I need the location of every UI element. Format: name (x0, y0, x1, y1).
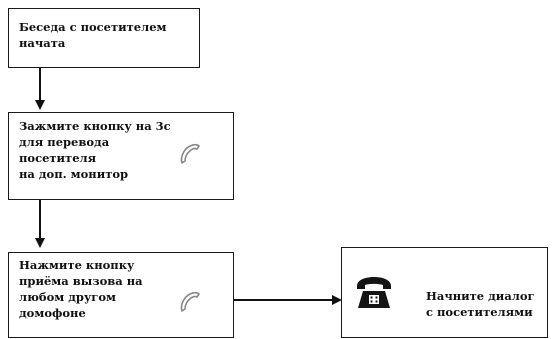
step-text: Нажмите кнопку приёма вызова на любом др… (19, 258, 143, 320)
step-text: Начните диалог с посетителями (426, 289, 535, 319)
step-box-start-dialog: Начните диалог с посетителями (341, 247, 548, 338)
telephone-icon (355, 274, 393, 316)
step-text: Зажмите кнопку на 3с для перевода посети… (19, 119, 171, 181)
step-box-press-accept: Нажмите кнопку приёма вызова на любом др… (8, 252, 234, 338)
step-box-conversation-started: Беседа с посетителем начата (8, 8, 200, 68)
step-text: Беседа с посетителем начата (19, 20, 167, 50)
handset-icon (177, 141, 203, 171)
handset-icon (177, 289, 203, 319)
step-box-hold-button: Зажмите кнопку на 3с для перевода посети… (8, 112, 234, 200)
